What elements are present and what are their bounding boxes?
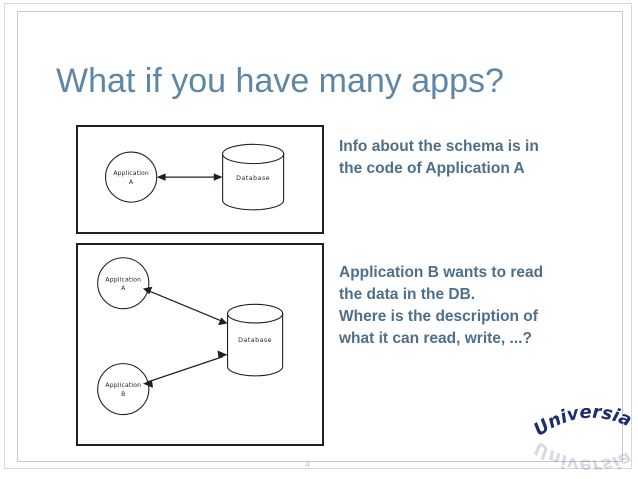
slide-frame: What if you have many apps? Application … [17, 11, 635, 470]
universia-logo-text: Universia [533, 408, 635, 441]
connection-app-a-to-database [142, 286, 228, 326]
database-label: Database [238, 337, 272, 344]
application-b-note: Application B wants to read the data in … [339, 264, 544, 347]
application-a-circle [105, 151, 158, 203]
application-b-circle [97, 363, 150, 416]
universia-logo-reflection: Universia [533, 437, 635, 470]
application-b-label-line2: B [121, 391, 125, 398]
application-a-label-line2: A [129, 179, 134, 186]
diagram-two-apps: Application A Application B Database [76, 243, 324, 446]
schema-note: Info about the schema is in the code of … [339, 138, 539, 177]
diagram-one-app: Application A Database [76, 125, 324, 234]
application-b-label-line1: Application [105, 382, 141, 389]
connection-app-a-to-database [156, 173, 223, 181]
database-cylinder [222, 143, 285, 211]
universia-logo: Universia Universia [533, 408, 638, 470]
database-label: Database [236, 175, 270, 182]
application-a-label-line2: A [121, 285, 126, 292]
application-a-label-line1: Application [113, 170, 149, 177]
page-title: What if you have many apps? [56, 62, 504, 100]
slide-outer-border [4, 3, 632, 469]
diagram-one-app-canvas: Application A Database [105, 143, 285, 211]
page-number: 4 [305, 459, 311, 469]
database-cylinder [227, 303, 284, 377]
application-a-label-line1: Application [105, 276, 141, 283]
universia-logo-mark: Universia Universia [533, 408, 635, 470]
connection-app-b-to-database [142, 350, 228, 388]
application-a-circle [97, 257, 150, 310]
diagram-two-apps-canvas: Application A Application B Database [97, 257, 284, 416]
